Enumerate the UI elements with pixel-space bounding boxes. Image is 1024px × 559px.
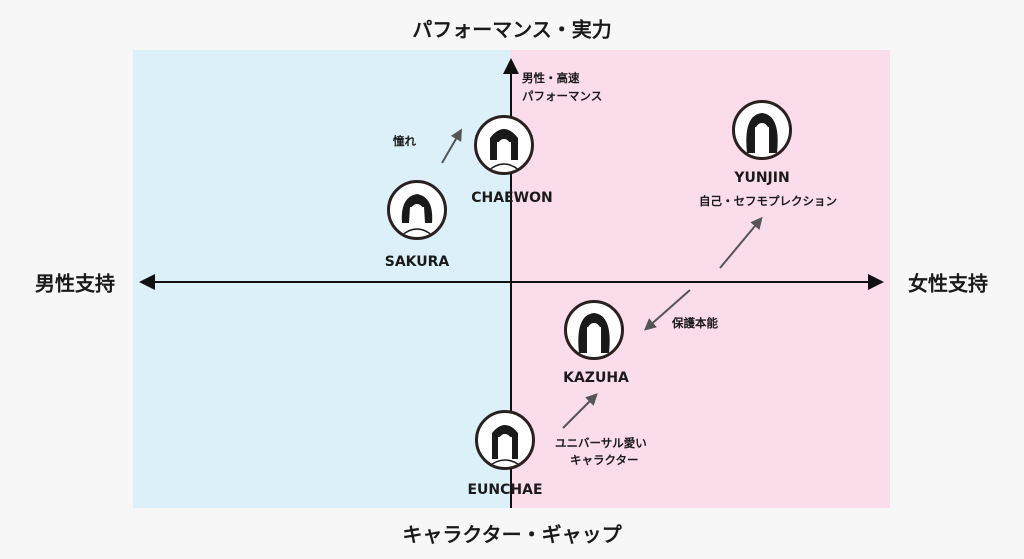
note-top-line2: パフォーマンス [522,89,603,103]
note-akogare: 憧れ [393,134,416,148]
axis-title-right: 女性支持 [908,271,988,296]
axis-title-top: パフォーマンス・実力 [412,17,612,42]
sakura-avatar-icon [387,180,447,240]
note-universal-line1: ユニバーサル愛い [555,436,647,450]
kazuha-avatar-icon [564,300,624,360]
arrow-to-yunjin [719,216,763,269]
arrow-to-kazuha [644,289,691,331]
member-name-kazuha: KAZUHA [563,370,629,386]
arrow-sakura-to-chaewon [441,128,463,164]
member-name-yunjin: YUNJIN [734,170,790,186]
axis-title-bottom: キャラクター・ギャップ [402,522,622,547]
member-name-chaewon: CHAEWON [471,190,553,206]
female-support-quadrant [511,50,890,508]
member-name-eunchae: EUNCHAE [467,482,543,498]
note-top-line1: 男性・高速 [522,71,580,85]
note-universal-line2: キャラクター [570,453,639,467]
eunchae-avatar-icon [475,410,535,470]
chaewon-avatar-icon [474,115,534,175]
arrow-eunchae-to-kazuha [562,393,598,429]
yunjin-avatar-icon [732,100,792,160]
note-hogo: 保護本能 [672,316,718,330]
male-support-quadrant [133,50,511,508]
yunjin-caption: 自己・セフモプレクション [699,194,837,208]
member-name-sakura: SAKURA [384,254,450,270]
axis-title-left: 男性支持 [35,271,115,296]
